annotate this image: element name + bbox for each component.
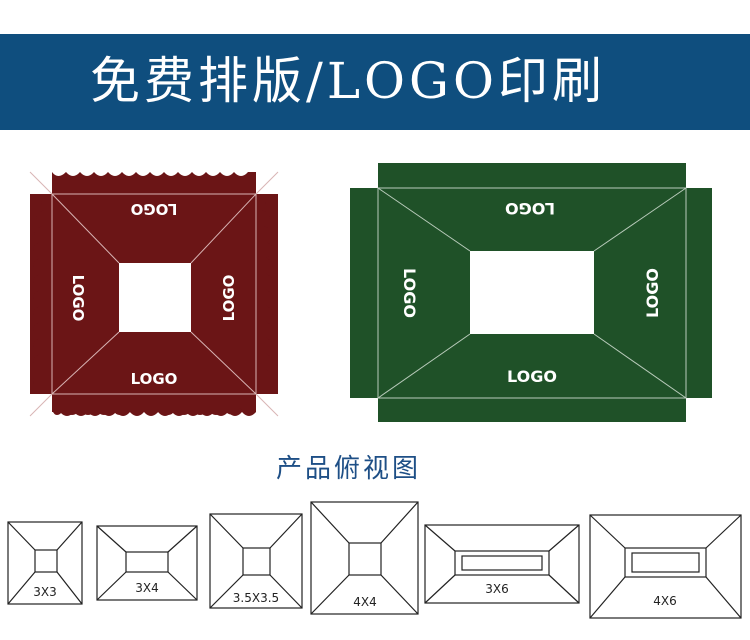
green-canopy-opening xyxy=(470,251,594,334)
size-diagram-3x3 xyxy=(7,521,83,605)
maroon-logo-top: LOGO xyxy=(131,200,178,218)
size-diagram-3.5x3.5 xyxy=(209,513,303,609)
maroon-logo-bottom: LOGO xyxy=(131,370,178,388)
maroon-canopy-opening xyxy=(119,263,191,332)
green-canopy-bottom-flap xyxy=(378,398,686,422)
size-label-3x4: 3X4 xyxy=(135,581,159,595)
green-canopy-right-flap xyxy=(686,188,712,398)
size-diagram-4x6 xyxy=(589,514,742,619)
size-diagram-3x6 xyxy=(424,524,580,604)
size-label-4x4: 4X4 xyxy=(353,595,377,609)
maroon-logo-left: LOGO xyxy=(69,275,87,322)
product-top-view-caption: 产品俯视图 xyxy=(276,454,422,484)
green-canopy-top-flap xyxy=(378,163,686,188)
green-logo-left: LOGO xyxy=(400,268,419,318)
size-label-4x6: 4X6 xyxy=(653,594,677,608)
size-label-3x6: 3X6 xyxy=(485,582,509,596)
green-canopy-left-flap xyxy=(350,188,378,398)
green-logo-right: LOGO xyxy=(643,268,662,318)
size-diagram-4x4 xyxy=(310,501,419,615)
banner-title: 免费排版/LOGO印刷 xyxy=(90,52,606,110)
size-diagram-3x4 xyxy=(96,525,198,601)
maroon-logo-right: LOGO xyxy=(220,275,238,322)
size-label-3x3: 3X3 xyxy=(33,585,57,599)
green-logo-top: LOGO xyxy=(505,199,555,218)
size-label-3.5x3.5: 3.5X3.5 xyxy=(233,591,279,605)
green-logo-bottom: LOGO xyxy=(507,367,557,386)
header-banner: 免费排版/LOGO印刷 xyxy=(0,34,750,130)
